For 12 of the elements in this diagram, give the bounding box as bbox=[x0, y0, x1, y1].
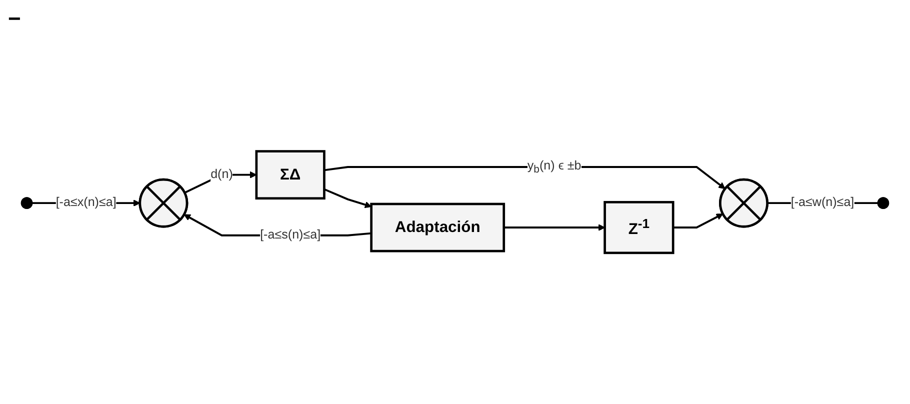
edge-label: d(n) bbox=[210, 168, 233, 182]
arrow bbox=[504, 224, 606, 231]
edge-label: [-a≤s(n)≤a] bbox=[260, 228, 321, 242]
edge-label: [-a≤x(n)≤a] bbox=[56, 196, 116, 210]
arrow bbox=[673, 214, 724, 228]
node-box: ΣΔ bbox=[255, 150, 326, 200]
edge-label: [-a≤w(n)≤a] bbox=[790, 196, 854, 210]
node-box: Z$^{-1}$ bbox=[604, 200, 674, 254]
minus-sign: − bbox=[8, 6, 21, 32]
edge-label: y$_{b}$(n) ϵ ±b bbox=[527, 158, 582, 175]
arrow bbox=[324, 188, 372, 208]
node-box: Adaptación bbox=[370, 202, 506, 252]
